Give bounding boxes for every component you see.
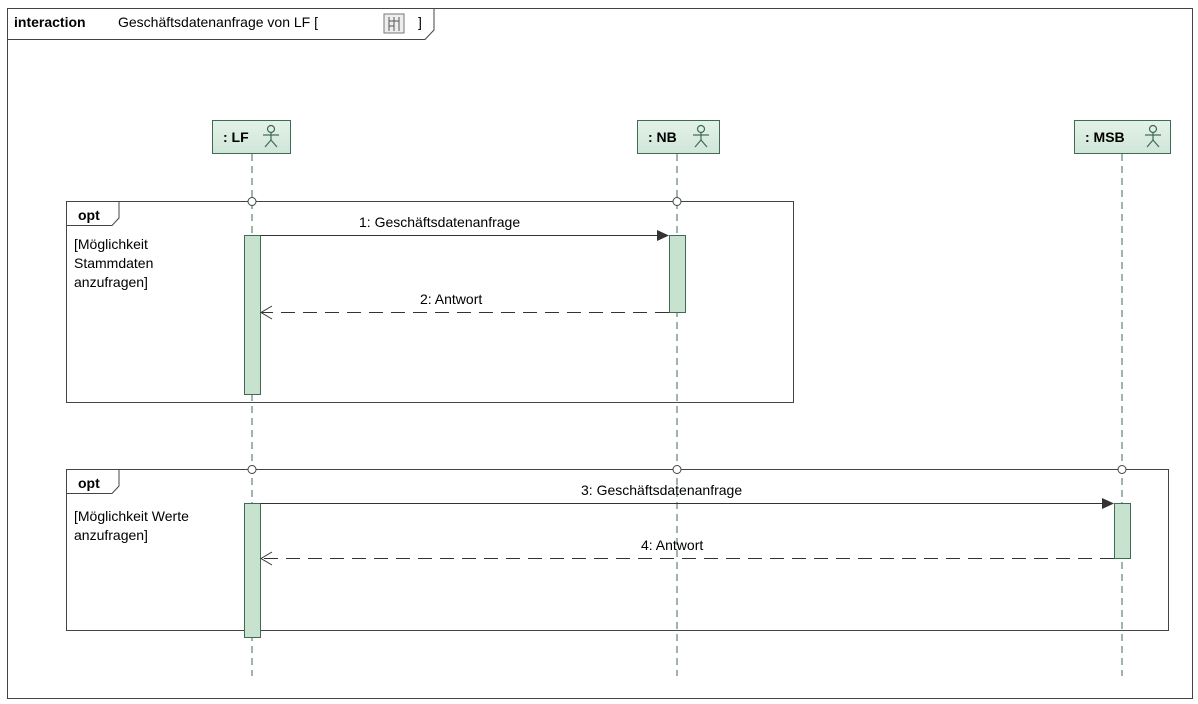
- activations: [244, 235, 1131, 638]
- gate-marker: [247, 465, 257, 474]
- opt-fragment-2[interactable]: opt [Möglichkeit Werte anzufragen]: [66, 469, 1169, 631]
- fragment-1-guard-line-2: Stammdaten: [74, 255, 153, 271]
- lifeline-lines: [251, 154, 1123, 676]
- message-1-label: 1: Geschäftsdatenanfrage: [359, 214, 520, 230]
- actor-icon: [693, 124, 709, 148]
- lifeline-msb[interactable]: : MSB: [1074, 120, 1171, 154]
- activation-lf-2[interactable]: [244, 503, 261, 638]
- message-1-arrowhead: [657, 230, 669, 241]
- frame-keyword: interaction: [14, 14, 86, 30]
- fragment-1-tab: [66, 201, 120, 226]
- message-4-label: 4: Antwort: [641, 537, 703, 553]
- lifeline-lf[interactable]: : LF: [212, 120, 291, 154]
- message-2-label: 2: Antwort: [420, 291, 482, 307]
- message-4[interactable]: 4: Antwort: [260, 537, 1114, 566]
- lifeline-lf-box[interactable]: [212, 120, 291, 154]
- gate-marker: [672, 197, 682, 206]
- diagram-icon: [383, 13, 405, 34]
- frame-border: [7, 8, 1193, 699]
- frame-title: Geschäftsdatenanfrage von LF [: [118, 14, 318, 30]
- frame-tab: [7, 8, 435, 40]
- gate-marker: [672, 465, 682, 474]
- fragment-2-operator: opt: [78, 475, 100, 491]
- gate-marker: [1117, 465, 1127, 474]
- fragment-2-guard-line-2: anzufragen]: [74, 527, 148, 543]
- opt-fragment-1[interactable]: opt [Möglichkeit Stammdaten anzufragen]: [66, 201, 794, 403]
- activation-lf-1[interactable]: [244, 235, 261, 395]
- gate-markers: [247, 197, 1127, 474]
- fragment-1-guard-line-3: anzufragen]: [74, 274, 148, 290]
- lifeline-nb-box[interactable]: [637, 120, 720, 154]
- activation-msb-1[interactable]: [1114, 503, 1131, 559]
- gate-marker: [247, 197, 257, 206]
- message-3-arrowhead: [1102, 498, 1114, 509]
- interaction-frame: interaction Geschäftsdatenanfrage von LF…: [7, 8, 1193, 699]
- fragment-1-operator: opt: [78, 207, 100, 223]
- fragment-1-guard-line-1: [Möglichkeit: [74, 236, 148, 252]
- message-2[interactable]: 2: Antwort: [260, 291, 669, 320]
- fragment-2-guard-line-1: [Möglichkeit Werte: [74, 508, 189, 524]
- fragment-2-tab: [66, 469, 120, 494]
- message-4-arrowhead: [260, 551, 273, 566]
- lifeline-nb[interactable]: : NB: [637, 120, 720, 154]
- actor-icon: [1145, 124, 1161, 148]
- message-3[interactable]: 3: Geschäftsdatenanfrage: [260, 482, 1115, 509]
- lifeline-lf-label: : LF: [223, 129, 249, 145]
- lifeline-msb-label: : MSB: [1085, 129, 1125, 145]
- frame-title-end: ]: [418, 14, 422, 30]
- actor-icon: [263, 124, 279, 148]
- lifeline-nb-label: : NB: [648, 129, 677, 145]
- message-3-label: 3: Geschäftsdatenanfrage: [581, 482, 742, 498]
- fragment-2-border: [66, 469, 1169, 631]
- fragment-1-border: [66, 201, 794, 403]
- message-2-arrowhead: [260, 305, 273, 320]
- activation-nb-1[interactable]: [669, 235, 686, 313]
- message-1[interactable]: 1: Geschäftsdatenanfrage: [260, 214, 670, 241]
